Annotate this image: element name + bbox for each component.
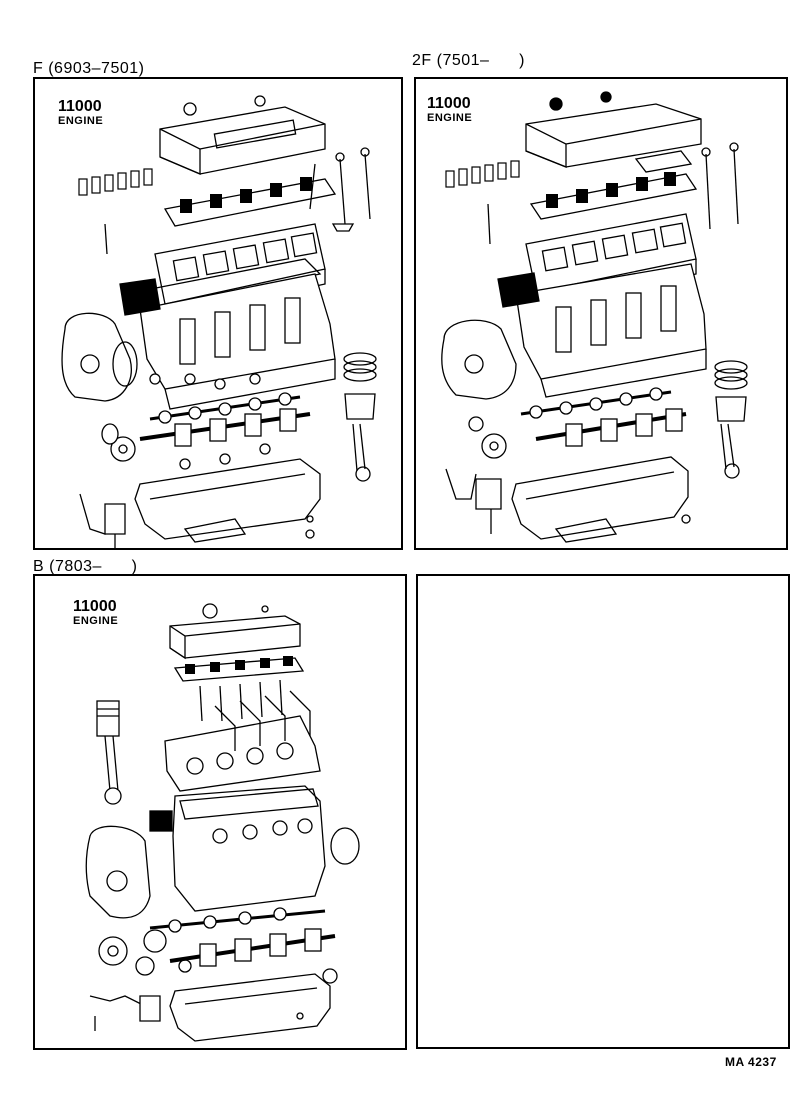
diagram-code: MA 4237 xyxy=(725,1055,777,1069)
exploded-engine-diagram-b xyxy=(85,603,360,1042)
engine-label: ENGINE xyxy=(73,615,119,627)
exploded-engine-diagram-2f xyxy=(441,91,748,543)
exploded-engine-diagram-f xyxy=(61,95,377,548)
section-label-f: F (6903–7501) xyxy=(33,60,145,77)
engine-number: 11000 xyxy=(58,98,102,115)
engine-number: 11000 xyxy=(427,95,471,112)
empty-panel xyxy=(416,574,790,1049)
engine-panel-b: 11000 ENGINE xyxy=(33,574,407,1050)
section-label-2f: 2F (7501– ) xyxy=(412,52,525,69)
engine-panel-2f: 11000 ENGINE xyxy=(414,77,788,550)
engine-number: 11000 xyxy=(73,598,117,615)
engine-panel-f: 11000 ENGINE xyxy=(33,77,403,550)
engine-title-2f: 11000 ENGINE xyxy=(427,96,472,124)
engine-label: ENGINE xyxy=(58,115,104,127)
section-label-b: B (7803– ) xyxy=(33,558,138,575)
engine-title-f: 11000 ENGINE xyxy=(58,99,103,127)
engine-title-b: 11000 ENGINE xyxy=(73,599,118,627)
engine-label: ENGINE xyxy=(427,112,473,124)
